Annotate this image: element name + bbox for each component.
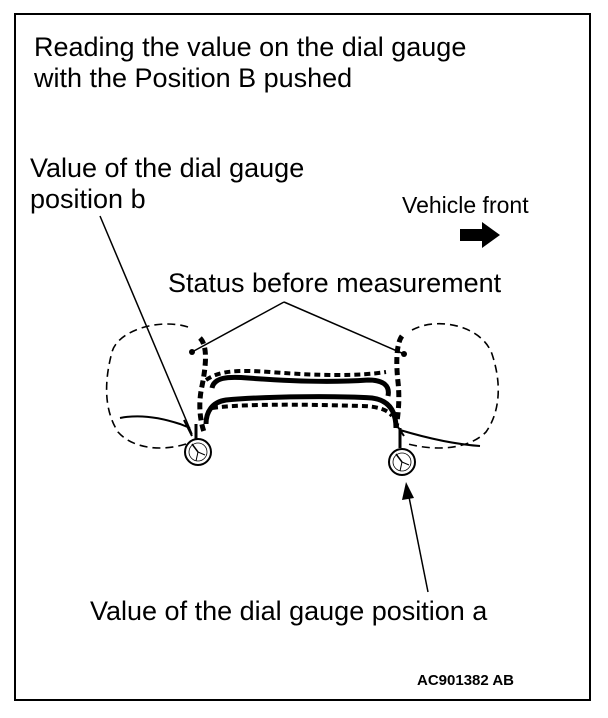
status-dot-left <box>189 349 195 355</box>
leader-position-a-arrowhead <box>402 482 414 500</box>
axle-beam-before-lower <box>211 402 394 418</box>
right-arrow-icon <box>460 222 500 248</box>
figure-title: Reading the value on the dial gauge with… <box>34 32 467 94</box>
axle-beam-upper <box>209 374 391 397</box>
figure-code: AC901382 AB <box>417 672 514 689</box>
dial-gauge-icon <box>184 424 212 466</box>
leader-position-a <box>407 491 429 593</box>
label-position-a: Value of the dial gauge position a <box>90 596 488 626</box>
right-wheel-outline <box>407 322 500 449</box>
label-status-before: Status before measurement <box>168 268 502 298</box>
status-dot-right <box>401 351 407 357</box>
leader-position-b <box>99 215 193 435</box>
right-knuckle-before <box>393 334 405 429</box>
label-position-b: Value of the dial gauge position b <box>30 153 305 215</box>
left-wheel-outline <box>105 323 189 449</box>
axle-beam-before-upper <box>204 368 387 382</box>
left-spindle <box>119 415 193 437</box>
dial-gauge-icon <box>388 428 416 476</box>
left-knuckle-before <box>197 336 208 433</box>
label-vehicle-front: Vehicle front <box>402 192 529 218</box>
leader-status-left <box>191 301 285 353</box>
axle-beam-lower <box>203 394 399 429</box>
leader-status-right <box>283 301 405 355</box>
